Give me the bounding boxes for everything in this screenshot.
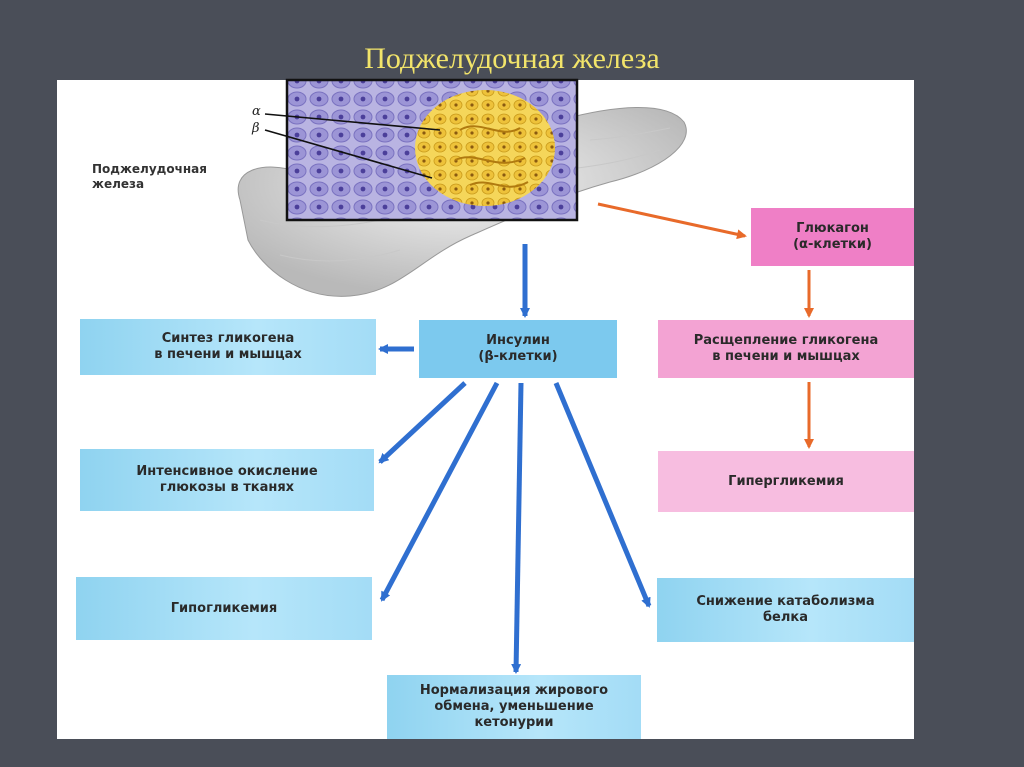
glycogen-synthesis-box: Синтез гликогена в печени и мышцах bbox=[80, 319, 376, 375]
islet-of-langerhans bbox=[415, 90, 555, 206]
glycogen-breakdown-box: Расщепление гликогена в печени и мышцах bbox=[658, 320, 914, 378]
hypoglycemia-box: Гипогликемия bbox=[76, 577, 372, 640]
beta-cell-label: β bbox=[252, 121, 260, 136]
fat-metabolism-box: Нормализация жирового обмена, уменьшение… bbox=[387, 675, 641, 739]
organ-label: Поджелудочная железа bbox=[92, 162, 207, 191]
hyperglycemia-box: Гипергликемия bbox=[658, 451, 914, 512]
insulin-box: Инсулин (β-клетки) bbox=[419, 320, 617, 378]
glucagon-box: Глюкагон (α-клетки) bbox=[751, 208, 914, 266]
slide-title: Поджелудочная железа bbox=[364, 42, 660, 75]
glucose-oxidation-box: Интенсивное окисление глюкозы в тканях bbox=[80, 449, 374, 511]
protein-catabolism-box: Снижение катаболизма белка bbox=[657, 578, 914, 642]
alpha-cell-label: α bbox=[252, 104, 261, 119]
